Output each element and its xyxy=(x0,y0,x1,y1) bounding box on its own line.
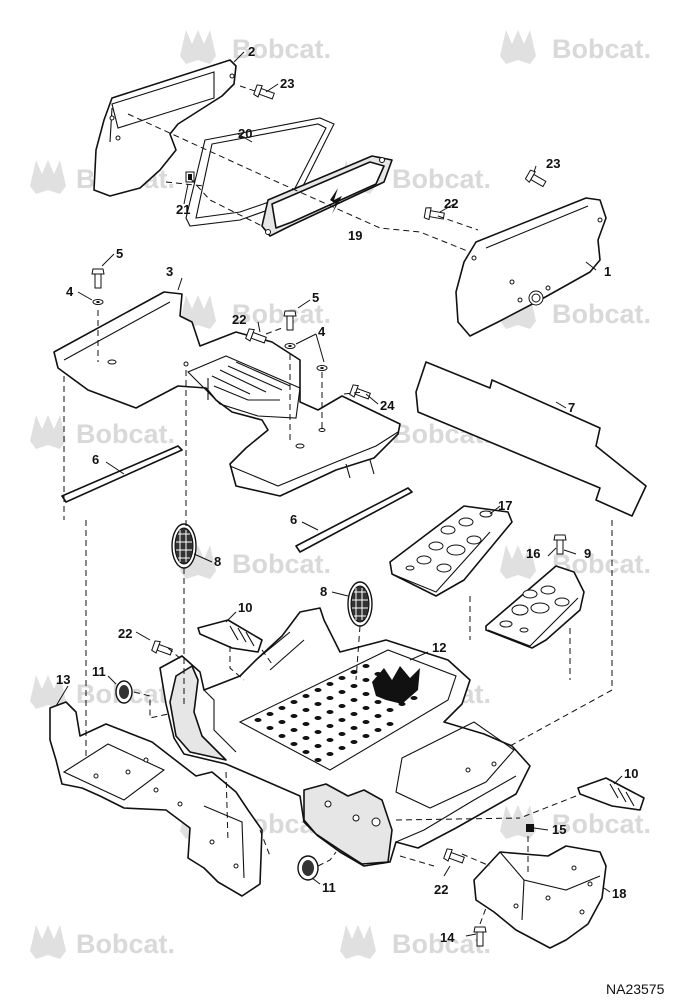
watermark-layer: Bobcat. Bobcat. Bobcat. Bobcat. Bobcat. … xyxy=(30,30,651,959)
svg-text:Bobcat.: Bobcat. xyxy=(232,299,331,329)
callout-3: 3 xyxy=(166,264,173,279)
part-3-floor-panel xyxy=(53,291,401,497)
watermark-6: Bobcat. xyxy=(500,295,651,329)
callout-11: 11 xyxy=(322,880,336,895)
part-11-grommet-upper xyxy=(115,680,133,704)
callout-10: 10 xyxy=(238,600,252,615)
callout-4: 4 xyxy=(66,284,74,299)
floor-bobcat-logo xyxy=(372,666,420,704)
svg-text:Bobcat.: Bobcat. xyxy=(552,809,651,839)
callout-23: 23 xyxy=(546,156,560,171)
callout-22: 22 xyxy=(434,882,448,897)
watermark-15: Bobcat. xyxy=(30,925,175,959)
callout-8: 8 xyxy=(214,554,221,569)
svg-text:Bobcat.: Bobcat. xyxy=(552,34,651,64)
callout-10: 10 xyxy=(624,766,638,781)
part-9-pedal xyxy=(485,534,585,649)
svg-text:Bobcat.: Bobcat. xyxy=(76,419,175,449)
part-12-floor-frame xyxy=(159,607,531,867)
watermark-4: Bobcat. xyxy=(340,160,491,194)
callout-19: 19 xyxy=(348,228,362,243)
diagram-id: NA23575 xyxy=(606,981,665,997)
callout-7: 7 xyxy=(568,400,575,415)
callout-22: 22 xyxy=(232,312,246,327)
watermark-2: Bobcat. xyxy=(500,30,651,64)
callout-5: 5 xyxy=(312,290,319,305)
callout-2: 2 xyxy=(248,44,255,59)
callout-6: 6 xyxy=(290,512,297,527)
lower-hardware xyxy=(150,639,534,947)
callout-14: 14 xyxy=(440,930,455,945)
part-21-clip xyxy=(185,171,195,183)
leader-lines xyxy=(55,51,623,937)
watermark-1: Bobcat. xyxy=(180,30,331,64)
part-7-insulation xyxy=(415,361,647,517)
watermark-16: Bobcat. xyxy=(340,925,491,959)
svg-text:Bobcat.: Bobcat. xyxy=(392,164,491,194)
watermark-11: Bobcat. xyxy=(30,675,175,709)
callout-15: 15 xyxy=(552,822,566,837)
part-11-grommet-lower xyxy=(297,855,319,881)
part-17-pedal xyxy=(389,505,513,597)
part-8-plug-left xyxy=(171,523,197,569)
callout-21: 21 xyxy=(176,202,190,217)
callout-1: 1 xyxy=(604,264,611,279)
callout-9: 9 xyxy=(584,546,591,561)
part-10-latch-lower xyxy=(577,777,645,811)
part-8-plug-right xyxy=(347,581,373,627)
watermark-14: Bobcat. xyxy=(500,805,651,839)
callout-labels: 1 2 3 4 4 5 5 6 6 7 8 8 9 10 10 11 11 12… xyxy=(56,44,638,945)
callout-23: 23 xyxy=(280,76,294,91)
callout-24: 24 xyxy=(380,398,395,413)
callout-20: 20 xyxy=(238,126,252,141)
callout-13: 13 xyxy=(56,672,70,687)
callout-6: 6 xyxy=(92,452,99,467)
callout-12: 12 xyxy=(432,640,446,655)
callout-18: 18 xyxy=(612,886,626,901)
part-1-side-panel xyxy=(455,197,607,337)
callout-5: 5 xyxy=(116,246,123,261)
svg-text:Bobcat.: Bobcat. xyxy=(232,549,331,579)
part-19-cover xyxy=(261,155,393,237)
callout-17: 17 xyxy=(498,498,512,513)
svg-text:Bobcat.: Bobcat. xyxy=(76,929,175,959)
assembly-lines xyxy=(63,85,613,925)
callout-22: 22 xyxy=(444,196,458,211)
part-18-panel xyxy=(473,845,607,949)
callout-16: 16 xyxy=(526,546,540,561)
watermark-7: Bobcat. xyxy=(30,415,175,449)
callout-11: 11 xyxy=(92,664,106,679)
watermark-5: Bobcat. xyxy=(180,295,331,329)
callout-4: 4 xyxy=(318,324,326,339)
part-6-strip-right xyxy=(295,487,413,553)
watermark-9: Bobcat. xyxy=(180,545,331,579)
part-13-bracket xyxy=(49,701,263,897)
svg-text:Bobcat.: Bobcat. xyxy=(232,34,331,64)
part-15-nut xyxy=(526,824,534,832)
callout-22: 22 xyxy=(118,626,132,641)
callout-8: 8 xyxy=(320,584,327,599)
part-2-side-panel xyxy=(93,59,237,197)
svg-text:Bobcat.: Bobcat. xyxy=(552,299,651,329)
part-6-strip-left xyxy=(61,445,183,503)
